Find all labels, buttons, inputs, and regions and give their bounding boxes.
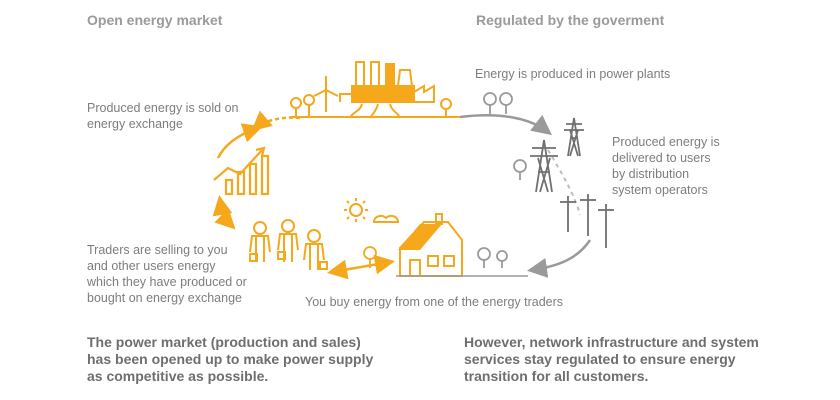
sold-on-exchange-line: Produced energy is sold on — [87, 101, 239, 115]
cloud-icon — [372, 214, 400, 223]
delivered-to-users-label: Produced energy is delivered to users by… — [612, 134, 720, 198]
traders-line: which they have produced or — [87, 275, 247, 289]
bar-chart-icon — [213, 146, 270, 196]
delivered-line: system operators — [612, 183, 708, 197]
produced-in-plants-label: Energy is produced in power plants — [475, 67, 671, 81]
summary-line: The power market (production and sales) — [87, 334, 361, 350]
power-plant-icon — [339, 61, 435, 119]
tree-icon — [290, 94, 452, 116]
flow-exchange-to-traders — [212, 195, 236, 230]
traders-line: Traders are selling to you — [87, 243, 228, 257]
house-icon — [398, 213, 463, 277]
traders-line: and other users energy — [87, 259, 216, 273]
utility-pole-icon — [560, 194, 614, 248]
flow-plants-to-grid — [459, 114, 552, 136]
summary-line: However, network infrastructure and syst… — [464, 334, 759, 350]
wind-turbine-icon — [313, 76, 339, 112]
sun-icon — [344, 198, 368, 222]
open-market-summary: The power market (production and sales) … — [87, 334, 373, 385]
summary-line: services stay regulated to ensure energy — [464, 351, 736, 367]
delivered-line: delivered to users — [612, 151, 711, 165]
regulated-heading: Regulated by the goverment — [476, 12, 665, 28]
summary-line: has been opened up to make power supply — [87, 351, 374, 367]
summary-line: as competitive as possible. — [87, 368, 269, 384]
delivered-line: Produced energy is — [612, 135, 720, 149]
traders-selling-label: Traders are selling to you and other use… — [87, 242, 247, 306]
bottom-caption: You buy energy from one of the energy tr… — [305, 295, 564, 309]
open-market-heading: Open energy market — [87, 12, 223, 28]
trader-icon — [249, 219, 328, 270]
flow-grid-to-house — [527, 239, 592, 278]
flow-grid-dashed — [547, 149, 581, 216]
sold-on-exchange-line: energy exchange — [87, 117, 183, 131]
transmission-tower-icon — [530, 117, 584, 193]
flow-plants-to-exchange — [251, 110, 301, 132]
flow-traders-house — [327, 254, 395, 280]
delivered-line: by distribution — [612, 167, 690, 181]
flow-exchange-arrow — [216, 123, 263, 159]
sold-on-exchange-label: Produced energy is sold on energy exchan… — [87, 100, 238, 132]
traders-line: bought on energy exchange — [87, 291, 242, 305]
regulated-summary: However, network infrastructure and syst… — [464, 334, 759, 385]
tree-icon — [363, 92, 527, 268]
summary-line: transition for all customers. — [464, 368, 649, 384]
